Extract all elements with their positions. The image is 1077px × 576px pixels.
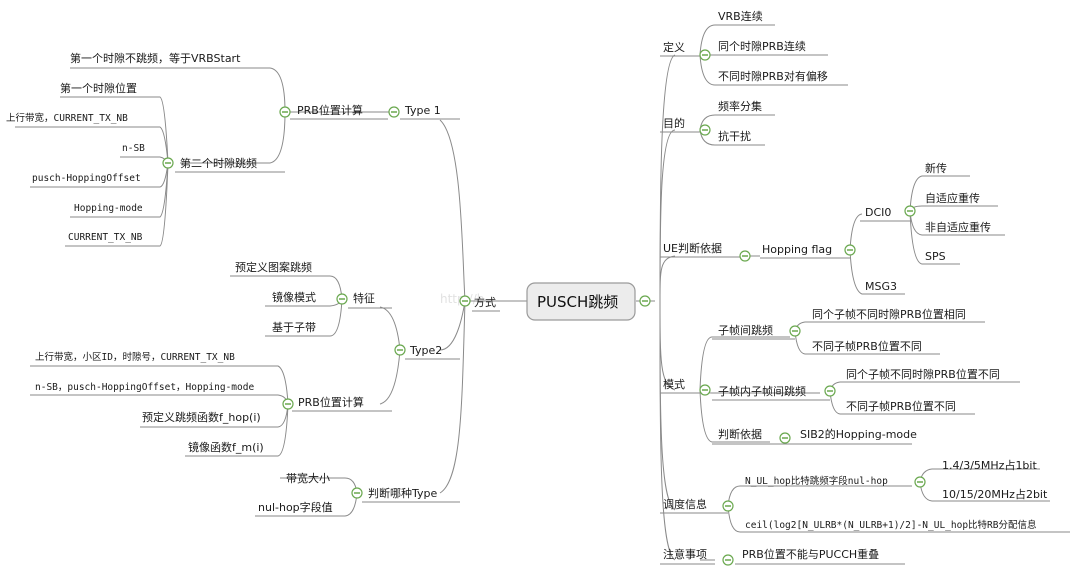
- judge-item[interactable]: 带宽大小: [286, 471, 330, 485]
- type2-prb-item[interactable]: n-SB，pusch-HoppingOffset，Hopping-mode: [35, 382, 254, 393]
- branch-ue-basis[interactable]: UE判断依据: [663, 241, 722, 255]
- collapse-toggle-icon[interactable]: [162, 157, 174, 169]
- ue-hopping-flag[interactable]: Hopping flag: [762, 243, 832, 256]
- sched-ceil[interactable]: ceil(log2[N_ULRB*(N_ULRB+1)/2]-N_UL_hop比…: [745, 519, 1037, 531]
- branch-fangshi[interactable]: 方式: [474, 295, 496, 309]
- ue-msg3[interactable]: MSG3: [865, 280, 897, 293]
- mode-intra-item[interactable]: 同个子帧不同时隙PRB位置不同: [846, 367, 1000, 381]
- branch-type1[interactable]: Type 1: [404, 104, 441, 117]
- type2-prb-item[interactable]: 预定义跳频函数f_hop(i): [142, 410, 261, 424]
- type2-prb-item[interactable]: 上行带宽，小区ID，时隙号，CURRENT_TX_NB: [35, 351, 235, 363]
- collapse-toggle-icon[interactable]: [844, 244, 856, 256]
- collapse-toggle-icon[interactable]: [699, 49, 711, 61]
- collapse-toggle-icon[interactable]: [789, 325, 801, 337]
- branch-purpose[interactable]: 目的: [663, 116, 685, 130]
- type2-feature-item[interactable]: 镜像模式: [272, 290, 316, 304]
- collapse-toggle-icon[interactable]: [459, 295, 471, 307]
- def-item[interactable]: 同个时隙PRB连续: [718, 39, 806, 53]
- sched-nul-item[interactable]: 1.4/3/5MHz占1bit: [942, 458, 1037, 472]
- branch-mode[interactable]: 模式: [663, 378, 685, 391]
- branch-type2[interactable]: Type2: [409, 344, 442, 357]
- dci0-item[interactable]: 新传: [925, 161, 947, 175]
- branch-note[interactable]: 注意事项: [663, 547, 707, 561]
- collapse-toggle-icon[interactable]: [904, 205, 916, 217]
- ue-dci0[interactable]: DCI0: [865, 206, 891, 219]
- type2-prb-item[interactable]: 镜像函数f_m(i): [188, 440, 264, 454]
- mode-intra[interactable]: 子帧内子帧间跳频: [718, 384, 806, 398]
- collapse-toggle-icon[interactable]: [739, 250, 751, 262]
- def-item[interactable]: VRB连续: [718, 9, 763, 23]
- collapse-toggle-icon[interactable]: [639, 295, 651, 307]
- branch-def[interactable]: 定义: [663, 40, 685, 54]
- sched-nul-item[interactable]: 10/15/20MHz占2bit: [942, 487, 1048, 501]
- mode-inter-item[interactable]: 不同子帧PRB位置不同: [812, 339, 922, 353]
- type1-second-slot[interactable]: 第二个时隙跳频: [180, 156, 257, 170]
- mode-basis-value[interactable]: SIB2的Hopping-mode: [800, 427, 917, 441]
- collapse-toggle-icon[interactable]: [388, 106, 400, 118]
- collapse-toggle-icon[interactable]: [699, 124, 711, 136]
- branch-sched[interactable]: 调度信息: [663, 497, 707, 511]
- def-item[interactable]: 不同时隙PRB对有偏移: [718, 69, 828, 83]
- type1-param[interactable]: CURRENT_TX_NB: [68, 232, 143, 243]
- collapse-toggle-icon[interactable]: [722, 500, 734, 512]
- collapse-toggle-icon[interactable]: [394, 344, 406, 356]
- branch-judge-type[interactable]: 判断哪种Type: [368, 486, 437, 500]
- collapse-toggle-icon[interactable]: [699, 384, 711, 396]
- type1-prb-calc[interactable]: PRB位置计算: [297, 103, 363, 117]
- dci0-item[interactable]: 自适应重传: [925, 191, 980, 205]
- mode-basis[interactable]: 判断依据: [718, 427, 762, 441]
- collapse-toggle-icon[interactable]: [351, 487, 363, 499]
- collapse-toggle-icon[interactable]: [279, 106, 291, 118]
- note-item[interactable]: PRB位置不能与PUCCH重叠: [742, 547, 879, 561]
- dci0-item[interactable]: 非自适应重传: [925, 220, 991, 234]
- root-label: PUSCH跳频: [537, 293, 618, 311]
- collapse-toggle-icon[interactable]: [722, 554, 734, 566]
- mode-intra-item[interactable]: 不同子帧PRB位置不同: [846, 399, 956, 413]
- purpose-item[interactable]: 抗干扰: [718, 129, 751, 143]
- type1-param[interactable]: pusch-HoppingOffset: [32, 173, 141, 184]
- dci0-item[interactable]: SPS: [925, 250, 946, 263]
- collapse-toggle-icon[interactable]: [824, 385, 836, 397]
- sched-nul-hop[interactable]: N_UL_hop比特跳频字段nul-hop: [745, 475, 888, 487]
- mode-inter[interactable]: 子帧间跳频: [718, 323, 773, 337]
- type2-prb-calc[interactable]: PRB位置计算: [298, 395, 364, 409]
- collapse-toggle-icon[interactable]: [336, 293, 348, 305]
- type1-param[interactable]: 上行带宽，CURRENT_TX_NB: [6, 112, 128, 124]
- type1-param[interactable]: Hopping-mode: [74, 203, 143, 214]
- mode-inter-item[interactable]: 同个子帧不同时隙PRB位置相同: [812, 307, 966, 321]
- type2-feature-item[interactable]: 基于子带: [272, 321, 316, 334]
- type2-feature-item[interactable]: 预定义图案跳频: [235, 260, 312, 274]
- type1-param[interactable]: n-SB: [122, 143, 145, 154]
- judge-item[interactable]: nul-hop字段值: [258, 500, 333, 514]
- purpose-item[interactable]: 频率分集: [718, 99, 762, 113]
- root-node[interactable]: PUSCH跳频: [526, 282, 636, 321]
- type1-first-slot[interactable]: 第一个时隙不跳频，等于VRBStart: [70, 51, 241, 65]
- type2-feature[interactable]: 特征: [353, 291, 375, 305]
- type1-param[interactable]: 第一个时隙位置: [60, 81, 137, 95]
- collapse-toggle-icon[interactable]: [914, 476, 926, 488]
- collapse-toggle-icon[interactable]: [779, 432, 791, 444]
- collapse-toggle-icon[interactable]: [282, 398, 294, 410]
